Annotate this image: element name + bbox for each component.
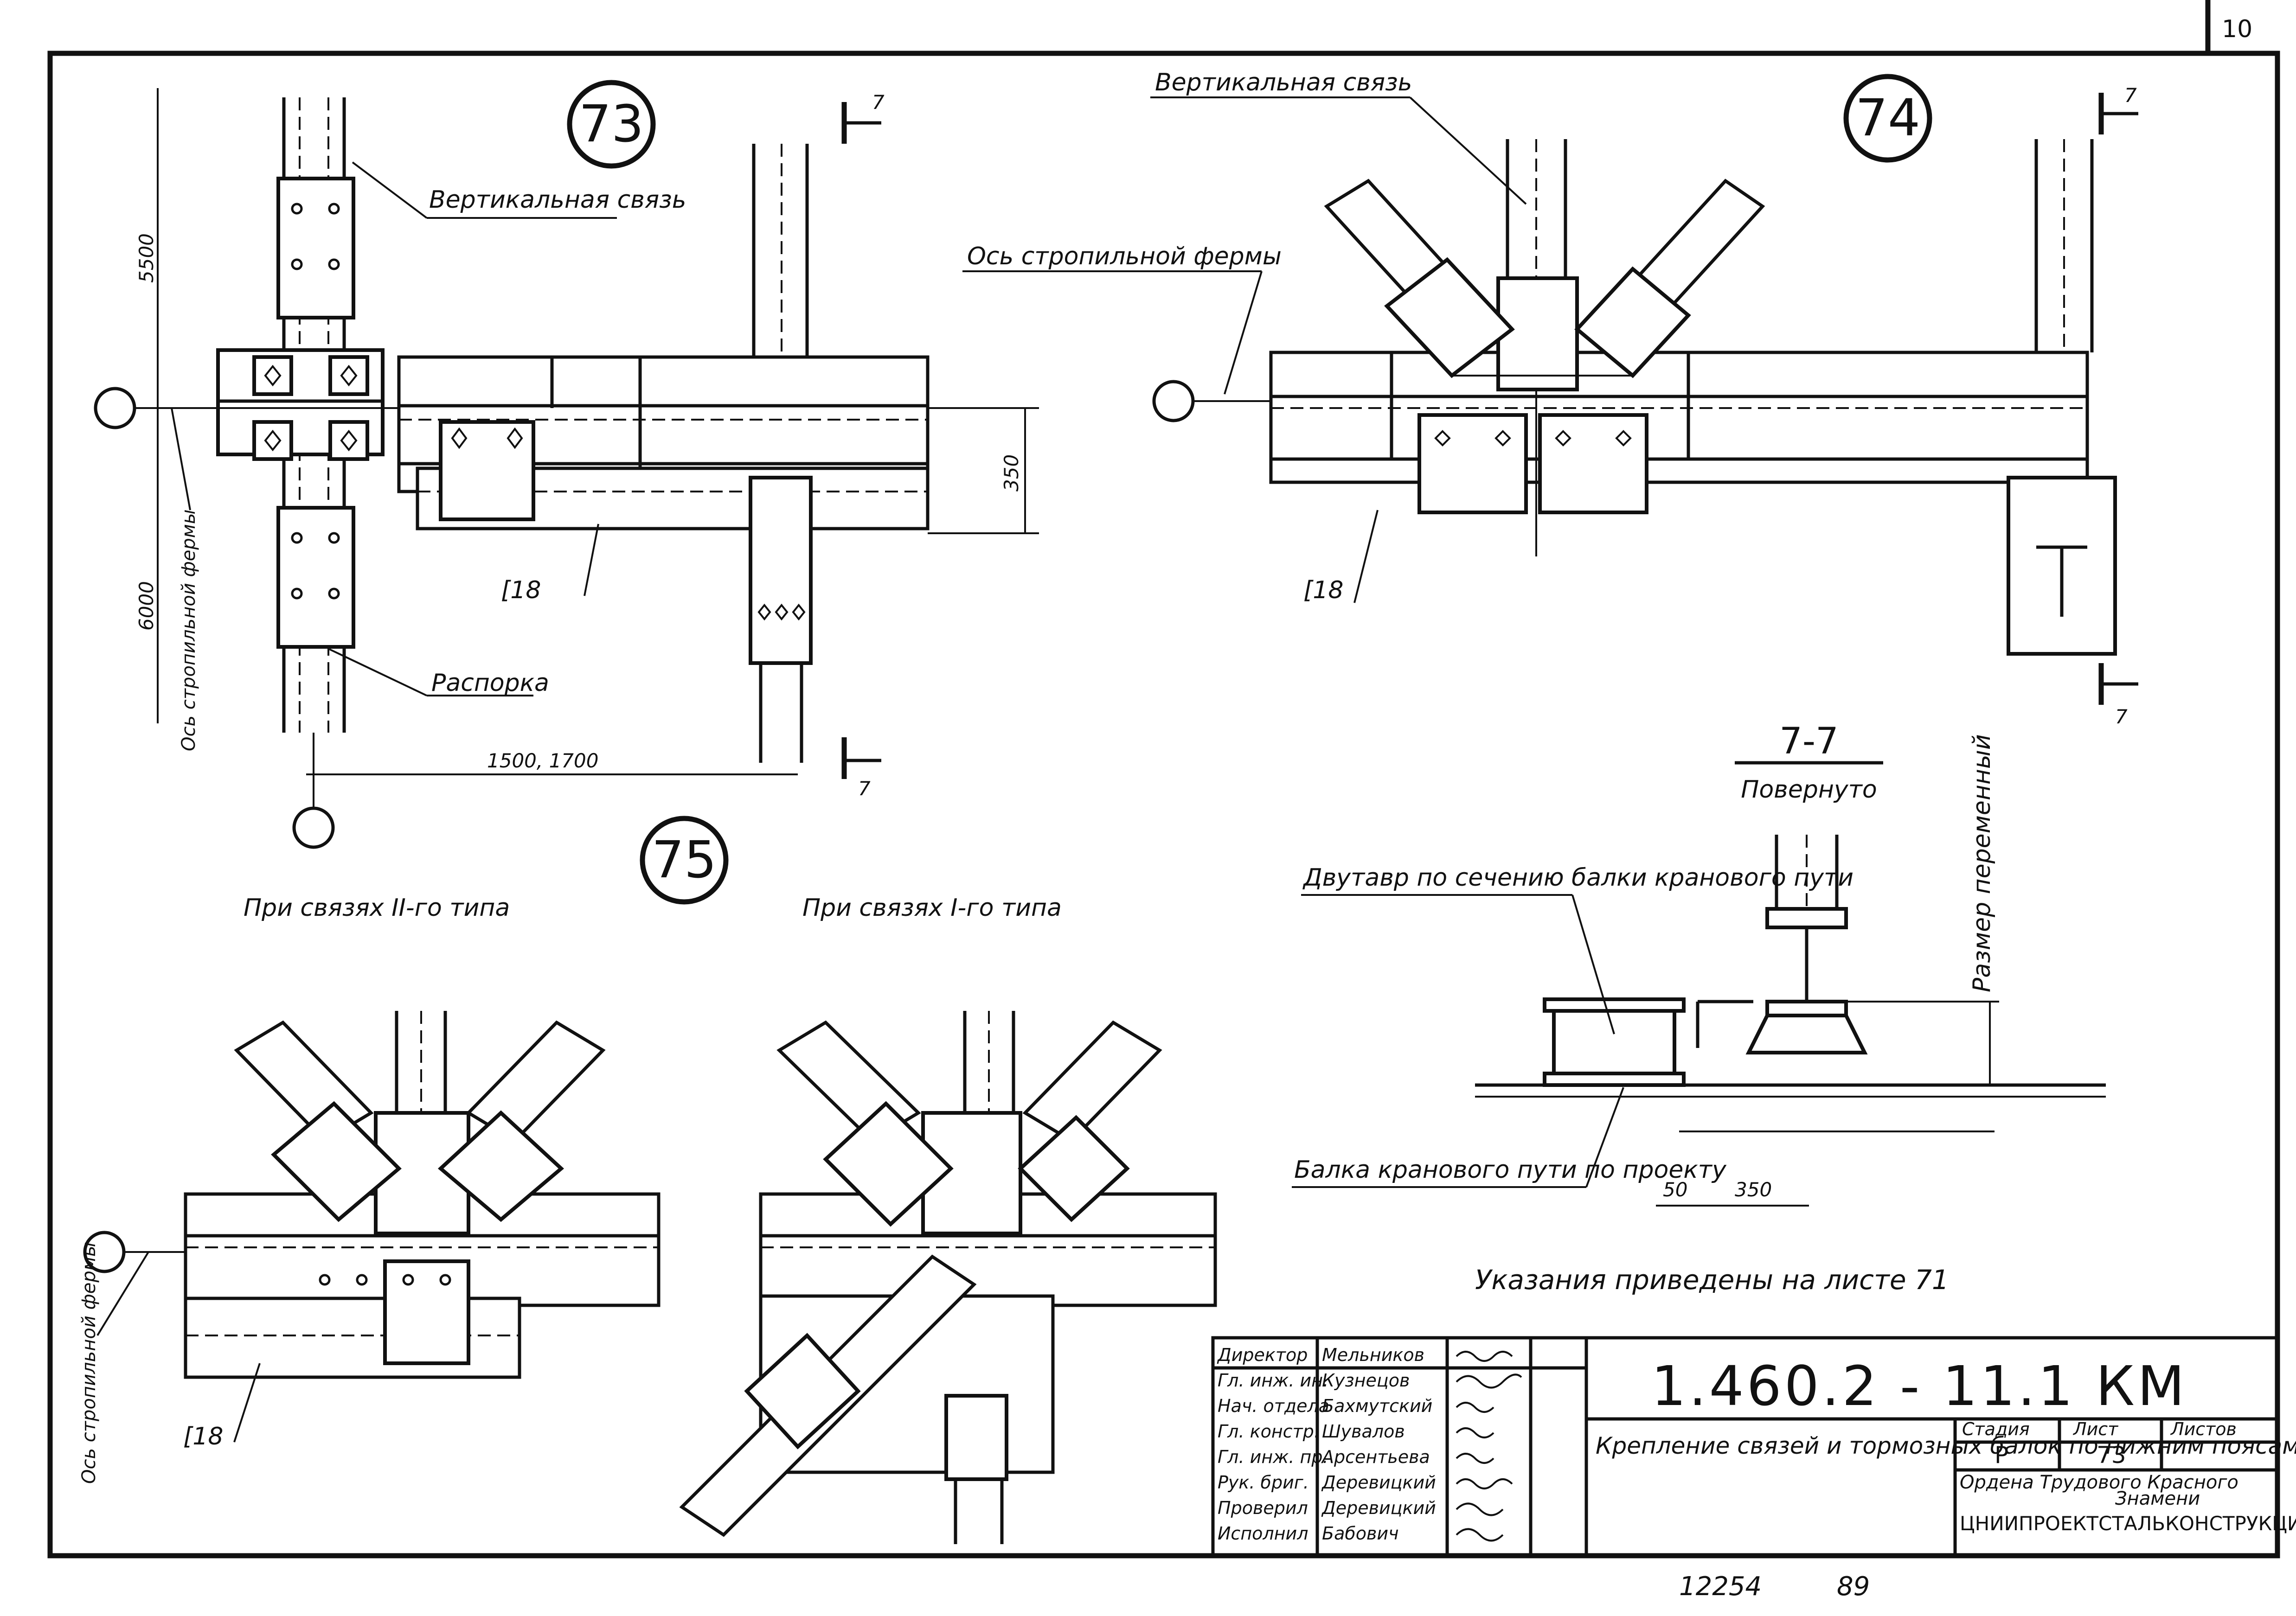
staff-role: Гл. инж. ин. [1218, 1370, 1328, 1391]
doc-description: Крепление связей и тормозных балок по ни… [1596, 1432, 2296, 1459]
section-subtitle: Повернуто [1741, 776, 1877, 804]
page-corner-number: 10 [2222, 15, 2252, 43]
dim-350: 350 [1000, 454, 1023, 492]
bottom-number-left: 12254 [1679, 1571, 1762, 1602]
org-line3: ЦНИИПРОЕКТСТАЛЬКОНСТРУКЦИЯ [1960, 1512, 2296, 1535]
section-7-7: 7-7 Повернуто Двутавр по сечению балки к… [1292, 721, 2106, 1296]
staff-name: Бахмутский [1322, 1396, 1432, 1416]
stage-value: Р [1995, 1442, 2008, 1469]
staff-role: Проверил [1218, 1498, 1308, 1518]
channel-label-74: [18 [1303, 576, 1343, 604]
dim-5500: 5500 [135, 233, 158, 283]
org-line1: Ордена Трудового Красного [1960, 1472, 2238, 1493]
label-truss-axis-73: Ось стропильной фермы [178, 509, 199, 751]
sheet-header: Лист [2072, 1419, 2119, 1439]
label-truss-axis-74: Ось стропильной фермы [967, 243, 1282, 270]
staff-name: Деревицкий [1321, 1472, 1436, 1493]
label-ibeam-section: Двутавр по сечению балки кранового пути [1302, 864, 1853, 892]
channel-label-73: [18 [501, 576, 541, 604]
label-strut: Распорка [431, 669, 549, 697]
staff-role: Гл. инж. пр. [1218, 1447, 1328, 1467]
doc-code: 1.460.2 - 11.1 КМ [1651, 1354, 2187, 1418]
node-74-number: 74 [1855, 88, 1920, 147]
sheet-value: 73 [2097, 1442, 2126, 1469]
label-vertical-brace-73: Вертикальная связь [429, 186, 686, 214]
section-mark-bottom-74: 7 [2115, 705, 2128, 728]
caption-type2: При связях II-го типа [244, 894, 510, 922]
label-truss-axis-75: Ось стропильной фермы [78, 1242, 100, 1484]
dim-50: 50 [1663, 1178, 1687, 1201]
staff-name: Шувалов [1322, 1421, 1405, 1442]
dim-6000: 6000 [135, 581, 158, 631]
staff-table: Директор Мельников Гл. инж. ин. Кузнецов… [1217, 1345, 1436, 1544]
label-vertical-brace-74: Вертикальная связь [1155, 69, 1412, 96]
dim-350-section: 350 [1735, 1178, 1772, 1201]
node-75: 75 При связях II-го типа При связях I-го… [78, 816, 1217, 1544]
section-title: 7-7 [1779, 721, 1838, 762]
stage-header: Стадия [1962, 1419, 2030, 1439]
staff-name: Деревицкий [1321, 1498, 1436, 1518]
section-mark-bottom-73: 7 [858, 777, 871, 800]
section-mark-top-74: 7 [2124, 84, 2137, 107]
caption-type1: При связях I-го типа [802, 894, 1062, 922]
sheet-note: Указания приведены на листе 71 [1475, 1264, 1949, 1296]
staff-name: Арсентьева [1321, 1447, 1430, 1467]
node-73: 73 [94, 80, 1039, 849]
staff-name: Кузнецов [1322, 1370, 1410, 1391]
node-73-number: 73 [579, 94, 644, 153]
node-74: 74 В [962, 69, 2138, 728]
staff-role: Гл. констр. [1218, 1421, 1320, 1442]
dim-span: 1500, 1700 [487, 749, 598, 772]
sheets-header: Листов [2170, 1419, 2237, 1439]
sheet-frame [47, 51, 2280, 1559]
signatures [1456, 1351, 1522, 1542]
org-line2: Знамени [2115, 1488, 2200, 1509]
bottom-number-right: 89 [1837, 1571, 1870, 1602]
staff-name: Бабович [1322, 1523, 1399, 1544]
staff-name: Мельников [1322, 1345, 1424, 1365]
label-crane-beam: Балка кранового пути по проекту [1294, 1156, 1727, 1184]
staff-role: Рук. бриг. [1218, 1472, 1309, 1493]
staff-role: Нач. отдела [1218, 1396, 1329, 1416]
staff-role: Исполнил [1218, 1523, 1308, 1544]
channel-label-75: [18 [183, 1423, 223, 1450]
title-block: 1.460.2 - 11.1 КМ Крепление связей и тор… [1211, 1336, 2296, 1558]
node-75-number: 75 [652, 830, 717, 889]
label-variable-size: Размер переменный [1968, 734, 1996, 992]
section-mark-top-73: 7 [872, 91, 885, 114]
staff-role: Директор [1217, 1345, 1308, 1365]
